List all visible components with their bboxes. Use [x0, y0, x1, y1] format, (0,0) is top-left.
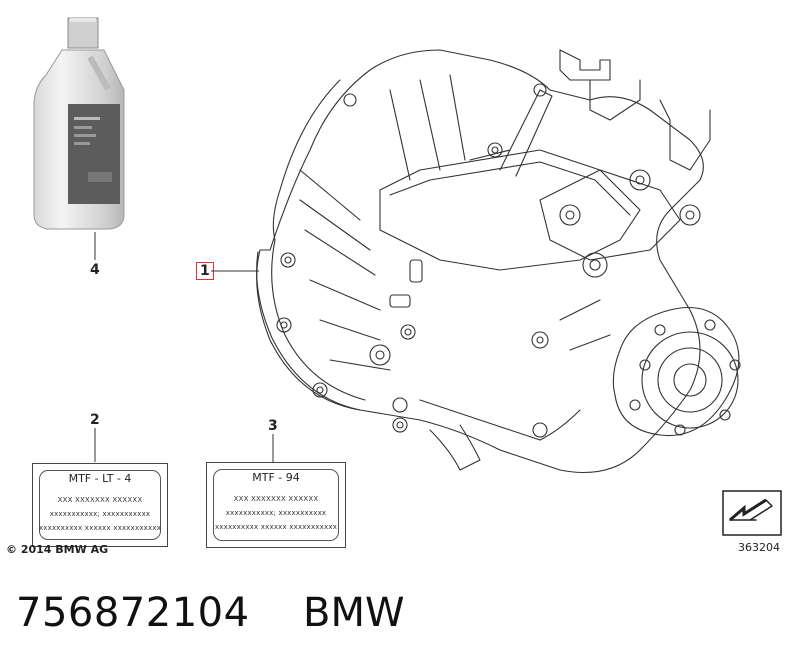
label-line-3: xxxxxxxxxx xxxxxx xxxxxxxxxxx	[214, 523, 338, 531]
label-card-mtf-lt4: MTF - LT - 4 XXX XXXXXXX XXXXXX xxxxxxxx…	[32, 463, 168, 547]
label-title: MTF - LT - 4	[68, 472, 132, 485]
label-line-3: xxxxxxxxxx xxxxxx xxxxxxxxxxx	[38, 524, 162, 532]
callout-number-3: 3	[268, 418, 278, 434]
copyright-text: © 2014 BMW AG	[6, 543, 109, 556]
label-line-1: XXX XXXXXXX XXXXXX	[233, 495, 319, 503]
label-title: MTF - 94	[252, 471, 300, 484]
callout-number-2: 2	[90, 412, 100, 428]
leader-line-2	[94, 428, 96, 462]
label-line-2: xxxxxxxxxxx; xxxxxxxxxxx	[225, 509, 327, 517]
leader-line-1	[211, 270, 259, 272]
part-number: 756872104	[16, 590, 250, 636]
leader-line-3	[272, 434, 274, 462]
label-card-border	[213, 469, 339, 541]
label-line-2: xxxxxxxxxxx; xxxxxxxxxxx	[49, 510, 151, 518]
callout-number-4: 4	[90, 262, 100, 278]
oil-bottle-illustration	[33, 17, 125, 230]
label-line-1: XXX XXXXXXX XXXXXX	[57, 496, 143, 504]
diagram-id: 363204	[738, 541, 780, 554]
gearbox-illustration	[256, 49, 741, 473]
brand-name: BMW	[303, 590, 405, 636]
diagram-reference-arrow-icon	[722, 490, 782, 536]
label-card-border	[39, 470, 161, 540]
leader-line-4	[94, 232, 96, 260]
label-card-mtf-94: MTF - 94 XXX XXXXXXX XXXXXX xxxxxxxxxxx;…	[206, 462, 346, 548]
